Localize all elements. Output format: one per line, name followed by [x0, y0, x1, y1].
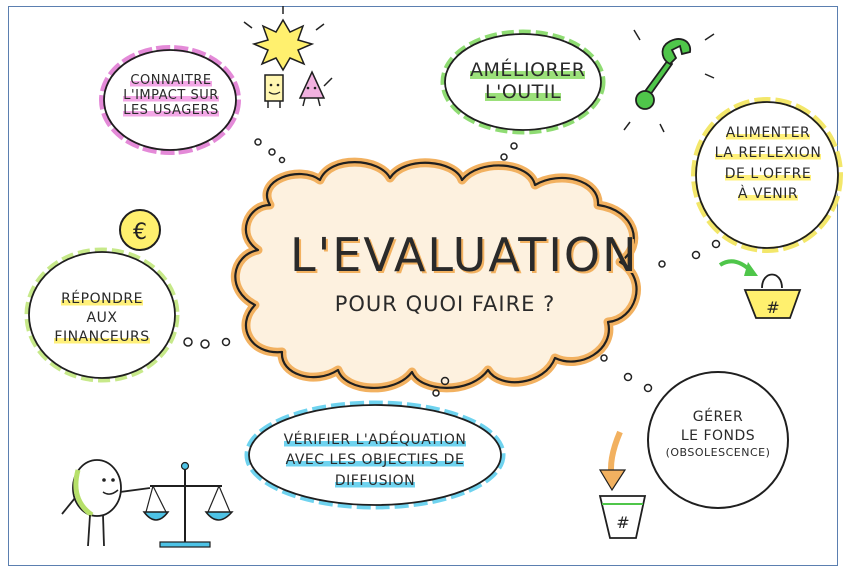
image-frame: [8, 6, 838, 566]
bubble-repondre-text: RÉPONDRE AUX FINANCEURS: [38, 290, 166, 347]
basket-icon: #: [718, 259, 802, 319]
alimenter-line-4: À VENIR: [737, 185, 799, 202]
connaitre-line-1: CONNAITRE: [130, 73, 212, 88]
starburst-icon: [243, 6, 325, 72]
euro-coin-icon: €: [119, 209, 161, 251]
euro-symbol: €: [133, 220, 147, 245]
bubble-verifier-text: VÉRIFIER L'ADÉQUATION AVEC LES OBJECTIFS…: [262, 430, 488, 491]
user-characters-icon: [264, 70, 333, 108]
bubble-gerer-text: GÉRER LE FONDS (OBSOLESCENCE): [656, 408, 780, 461]
center-title: L'EVALUATION: [290, 228, 639, 282]
ameliorer-line-2: L'OUTIL: [485, 80, 561, 103]
repondre-line-3: FINANCEURS: [54, 328, 150, 345]
gerer-line-2: LE FONDS: [680, 427, 756, 444]
gerer-line-1: GÉRER: [692, 409, 744, 425]
repondre-line-1: RÉPONDRE: [61, 291, 143, 307]
person-with-scale-icon: [61, 459, 234, 548]
center-subtitle: POUR QUOI FAIRE ?: [334, 292, 556, 316]
connaitre-line-3: LES USAGERS: [123, 102, 219, 118]
trash-bin-icon: #: [598, 430, 647, 539]
bubble-alimenter-text: ALIMENTER LA REFLEXION DE L'OFFRE À VENI…: [706, 123, 830, 204]
bubble-connaitre-text: CONNAITRE L'IMPACT SUR LES USAGERS: [112, 73, 230, 119]
basket-hash-symbol: #: [766, 298, 779, 317]
bin-hash-symbol: #: [616, 513, 629, 532]
verifier-line-3: DIFFUSION: [334, 472, 416, 489]
connaitre-line-2: L'IMPACT SUR: [123, 87, 219, 103]
verifier-line-1: VÉRIFIER L'ADÉQUATION: [283, 432, 467, 448]
bubble-ameliorer-text: AMÉLIORER L'OUTIL: [470, 59, 586, 104]
wrench-icon: [623, 29, 715, 133]
alimenter-line-3: DE L'OFFRE: [724, 165, 812, 182]
alimenter-line-2: LA REFLEXION: [714, 145, 822, 162]
bubble-repondre: [24, 247, 231, 383]
ameliorer-line-1: AMÉLIORER: [470, 59, 586, 81]
bubble-gerer: [600, 354, 789, 509]
verifier-line-2: AVEC LES OBJECTIFS DE: [285, 452, 465, 469]
repondre-line-2: AUX: [86, 309, 118, 326]
central-cloud: [231, 157, 641, 393]
gerer-line-3: (OBSOLESCENCE): [665, 445, 771, 459]
alimenter-line-1: ALIMENTER: [725, 125, 811, 141]
